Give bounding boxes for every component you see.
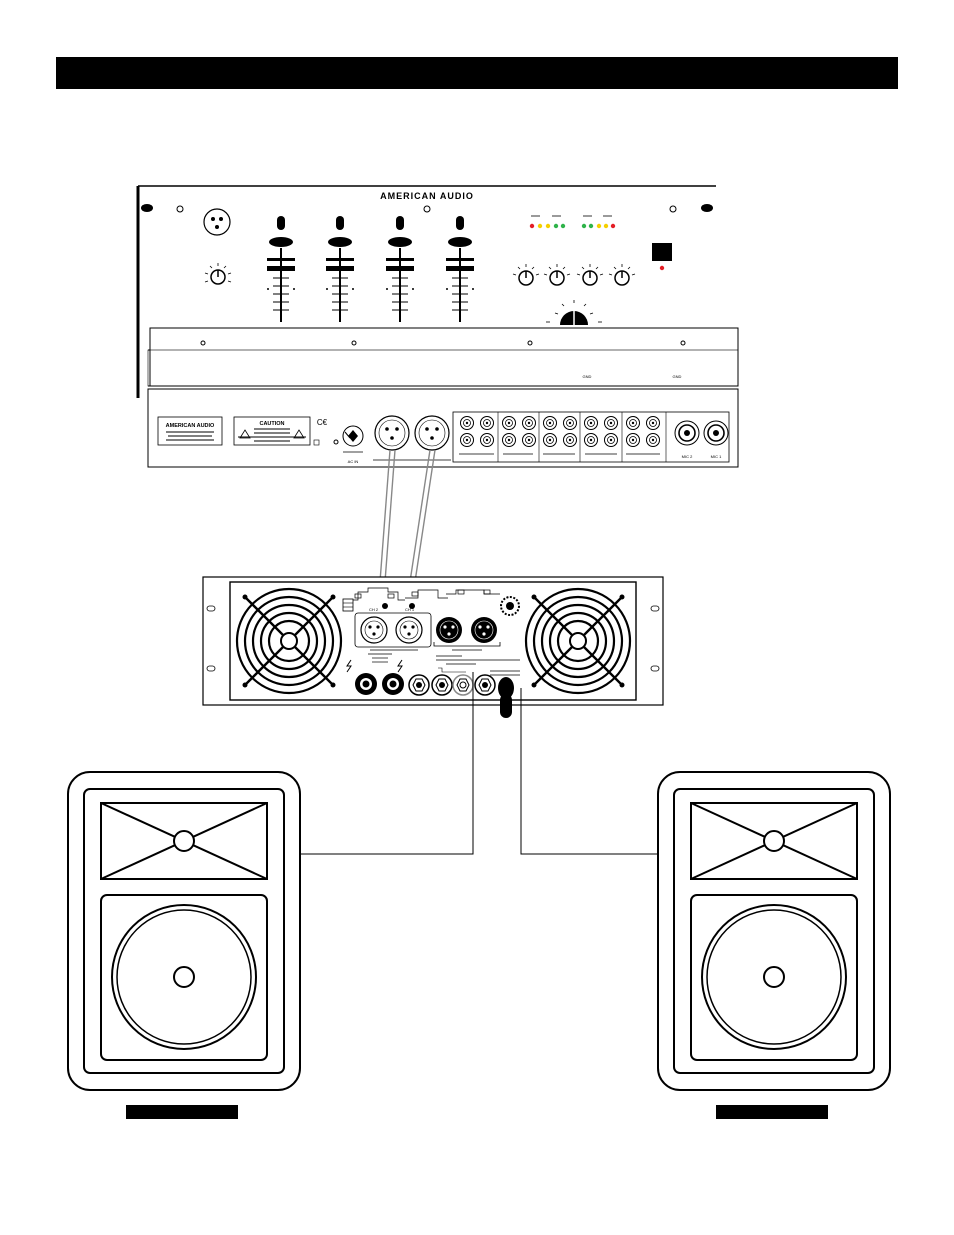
binding-post-icon bbox=[432, 675, 452, 695]
mic-1-jack-icon bbox=[704, 421, 728, 445]
screw-icon bbox=[177, 206, 183, 212]
ce-mark: C€ bbox=[317, 418, 328, 427]
mic-1-label: MIC 1 bbox=[711, 454, 722, 459]
binding-post-icon bbox=[475, 675, 495, 695]
rca-jack-icon bbox=[605, 417, 618, 430]
rca-jack-icon bbox=[647, 417, 660, 430]
rca-jack-icon bbox=[461, 434, 474, 447]
led-green-icon bbox=[561, 224, 565, 228]
power-amplifier: CH 2 CH 1 bbox=[203, 577, 663, 718]
speaker-cabinet-right bbox=[658, 772, 890, 1090]
rca-jack-icon bbox=[503, 417, 516, 430]
led-green-icon bbox=[582, 224, 586, 228]
mic-2-label: MIC 2 bbox=[682, 454, 693, 459]
rack-hole-left bbox=[141, 204, 153, 212]
speaker-label-right bbox=[716, 1105, 828, 1119]
rca-jack-icon bbox=[461, 417, 474, 430]
eq-knob-icon bbox=[544, 264, 570, 285]
rca-jack-icon bbox=[503, 434, 516, 447]
mixer-rear-panel: AMERICAN AUDIO CAUTION C€ AC IN bbox=[148, 389, 738, 467]
eq-knob-icon bbox=[577, 264, 603, 285]
mic-2-jack-icon bbox=[675, 421, 699, 445]
amp-xlr-input-ch1-icon bbox=[396, 617, 422, 643]
channel-fader-2 bbox=[326, 216, 354, 322]
led-yellow-icon bbox=[538, 224, 542, 228]
led-meter-right bbox=[582, 216, 615, 228]
channel-fader-1 bbox=[267, 216, 295, 322]
binding-post-icon bbox=[409, 675, 429, 695]
eq-knob-icon bbox=[513, 264, 539, 285]
rca-jack-icon bbox=[481, 417, 494, 430]
speaker-cabinet-left bbox=[68, 772, 300, 1090]
amp-logo-icon bbox=[343, 599, 353, 611]
rca-jack-icon bbox=[564, 417, 577, 430]
rack-hole-right bbox=[701, 204, 713, 212]
master-output-xlr-right-icon bbox=[415, 416, 449, 450]
led-red-icon bbox=[530, 224, 534, 228]
rca-jack-icon bbox=[647, 434, 660, 447]
rca-jack-icon bbox=[605, 434, 618, 447]
amp-ch2-label: CH 2 bbox=[369, 607, 379, 612]
mixer-brand: AMERICAN AUDIO bbox=[380, 191, 474, 201]
eq-knob-icon bbox=[609, 264, 635, 285]
amp-ch1-label: CH 1 bbox=[405, 607, 415, 612]
rca-jack-icon bbox=[585, 434, 598, 447]
led-red-icon bbox=[611, 224, 615, 228]
rear-logo-text: AMERICAN AUDIO bbox=[166, 423, 215, 429]
ac-in-label: AC IN bbox=[348, 459, 359, 464]
rca-jack-icon bbox=[627, 434, 640, 447]
led-yellow-icon bbox=[546, 224, 550, 228]
xlr-mic-socket-icon bbox=[204, 209, 230, 235]
speakers bbox=[68, 772, 890, 1090]
caution-text: CAUTION bbox=[259, 421, 284, 427]
mixer-shelf-outline bbox=[150, 328, 738, 386]
rca-jack-icon bbox=[523, 434, 536, 447]
speakon-output-ch1-icon bbox=[382, 673, 404, 695]
amp-xlr-thru-ch1-icon bbox=[471, 617, 497, 643]
speaker-label-left bbox=[126, 1105, 238, 1119]
gain-knob-icon bbox=[205, 263, 231, 284]
master-output-xlr-left-icon bbox=[375, 416, 409, 450]
led-meter-left bbox=[530, 216, 565, 228]
rca-jack-icon bbox=[564, 434, 577, 447]
cooling-fan-left-icon bbox=[237, 589, 341, 693]
speaker-cable-right bbox=[521, 688, 660, 854]
led-yellow-icon bbox=[604, 224, 608, 228]
cooling-fan-right-icon bbox=[526, 589, 630, 693]
amp-xlr-thru-ch2-icon bbox=[436, 617, 462, 643]
breaker-icon bbox=[501, 597, 519, 615]
led-yellow-icon bbox=[597, 224, 601, 228]
rca-jack-icon bbox=[523, 417, 536, 430]
amp-pot-icon bbox=[382, 603, 388, 609]
rear-logo-plate bbox=[158, 417, 222, 445]
rca-jack-icon bbox=[544, 417, 557, 430]
channel-fader-4 bbox=[446, 216, 474, 322]
rca-jack-icon bbox=[481, 434, 494, 447]
rca-jack-icon bbox=[585, 417, 598, 430]
ac-inlet-icon bbox=[343, 426, 363, 446]
led-green-icon bbox=[589, 224, 593, 228]
master-volume-knob-icon bbox=[546, 300, 602, 325]
speakon-output-ch2-icon bbox=[355, 673, 377, 695]
rca-jack-icon bbox=[544, 434, 557, 447]
screw-icon bbox=[670, 206, 676, 212]
led-green-icon bbox=[554, 224, 558, 228]
amp-xlr-input-ch2-icon bbox=[361, 617, 387, 643]
gnd-label: GND bbox=[673, 374, 682, 379]
power-led-icon bbox=[660, 266, 664, 270]
screw-icon bbox=[424, 206, 430, 212]
gnd-label: GND bbox=[583, 374, 592, 379]
binding-post-icon bbox=[453, 675, 473, 695]
channel-fader-3 bbox=[386, 216, 414, 322]
power-switch-icon bbox=[652, 243, 672, 261]
rca-jack-icon bbox=[627, 417, 640, 430]
power-cord-icon bbox=[500, 694, 512, 718]
